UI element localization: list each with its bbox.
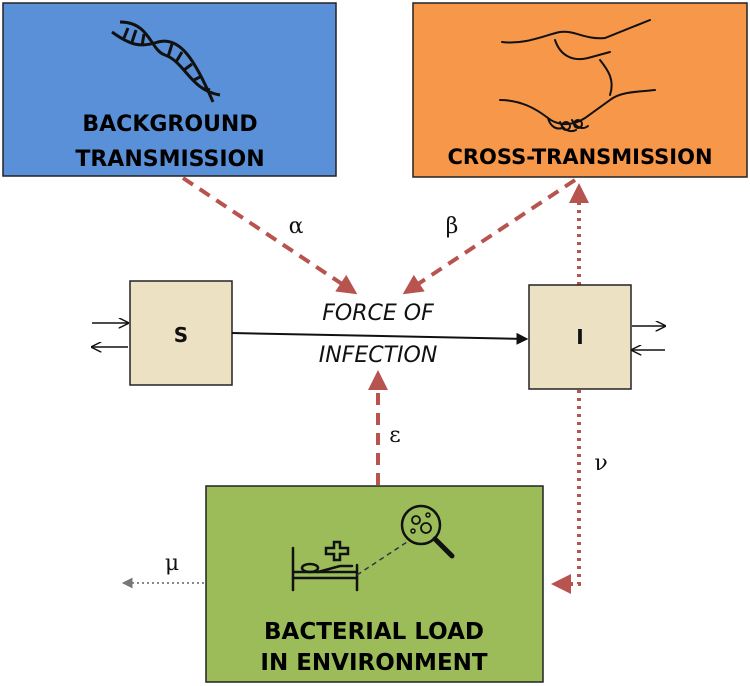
environment-box-line1: BACTERIAL LOAD <box>264 619 484 645</box>
alpha-arrow <box>181 176 358 295</box>
cross-transmission-box: CROSS-TRANSMISSION <box>412 2 748 178</box>
state-i: I <box>528 284 632 390</box>
cross-box-line1: CROSS-TRANSMISSION <box>447 145 712 169</box>
cross-box-rect <box>412 2 748 178</box>
state-i-label: I <box>576 325 583 349</box>
beta-arrow <box>402 178 577 295</box>
background-box-line1: BACKGROUND <box>82 112 257 137</box>
environment-box: BACTERIAL LOAD IN ENVIRONMENT <box>205 485 544 683</box>
nu-label: ν <box>594 451 607 476</box>
hospital-bed-icon <box>291 540 359 592</box>
force-line1: FORCE OF <box>322 301 434 326</box>
background-box-line2: TRANSMISSION <box>75 147 264 172</box>
alpha-label: α <box>289 214 304 239</box>
magnifier-bacteria-icon <box>400 504 455 559</box>
environment-box-rect <box>205 485 544 683</box>
environment-box-line2: IN ENVIRONMENT <box>260 650 487 676</box>
infection-flow-arrow <box>231 332 529 345</box>
state-s-label: S <box>174 323 188 347</box>
force-line2: INFECTION <box>319 343 438 368</box>
beta-label: β <box>446 214 459 239</box>
mu-label: μ <box>165 551 179 576</box>
nu-arrow <box>551 390 581 594</box>
state-i-rect <box>528 284 632 390</box>
icon-connector-line <box>356 539 411 576</box>
state-s: S <box>129 280 233 386</box>
dna-icon <box>111 20 221 103</box>
state-s-rect <box>129 280 233 386</box>
background-transmission-box: BACKGROUND TRANSMISSION <box>2 2 337 177</box>
epsilon-label: ε <box>389 423 400 448</box>
background-box-rect <box>2 2 337 177</box>
handshake-icon <box>499 19 656 133</box>
